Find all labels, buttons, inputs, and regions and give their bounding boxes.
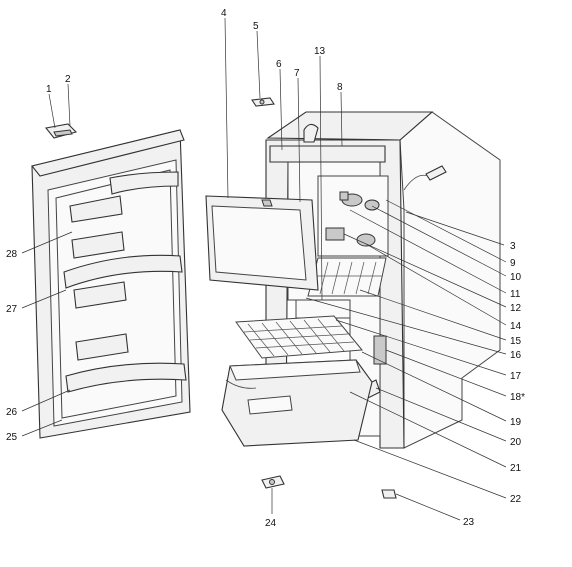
- callout-1: 1: [46, 84, 52, 95]
- crisper-drawer: [221, 359, 373, 447]
- screw: [381, 489, 397, 499]
- callout-16: 16: [510, 350, 522, 361]
- callout-14: 14: [510, 321, 522, 332]
- callout-17: 17: [510, 371, 522, 382]
- callout-19: 19: [510, 417, 522, 428]
- callout-6: 6: [276, 59, 282, 70]
- callout-9: 9: [510, 258, 516, 269]
- leader-lines: [21, 17, 507, 521]
- callout-12: 12: [510, 303, 522, 314]
- callout-25: 25: [6, 432, 18, 443]
- callout-23: 23: [463, 517, 475, 528]
- callout-18: 18*: [510, 392, 525, 403]
- callout-7: 7: [294, 68, 300, 79]
- callout-15: 15: [510, 336, 522, 347]
- callout-22: 22: [510, 494, 522, 505]
- callout-28: 28: [6, 249, 18, 260]
- freezer-door: [205, 195, 319, 291]
- callout-24: 24: [265, 518, 277, 529]
- callout-21: 21: [510, 463, 522, 474]
- hinge-block: [44, 123, 78, 139]
- callout-3: 3: [510, 241, 516, 252]
- callout-2: 2: [65, 74, 71, 85]
- callout-20: 20: [510, 437, 522, 448]
- callout-26: 26: [6, 407, 18, 418]
- callout-13: 13: [314, 46, 326, 57]
- main-door: [31, 129, 191, 439]
- bracket: [251, 97, 275, 107]
- wire-shelf: [235, 315, 363, 359]
- callout-27: 27: [6, 304, 18, 315]
- fitting: [261, 475, 285, 489]
- callout-10: 10: [510, 272, 522, 283]
- callout-5: 5: [253, 21, 259, 32]
- callout-4: 4: [221, 8, 227, 19]
- callout-8: 8: [337, 82, 343, 93]
- callout-labels: 1 2 3 4 5 6 7 8 9 10 11 12 13 14 15 16 1…: [6, 8, 525, 529]
- callout-11: 11: [510, 289, 521, 300]
